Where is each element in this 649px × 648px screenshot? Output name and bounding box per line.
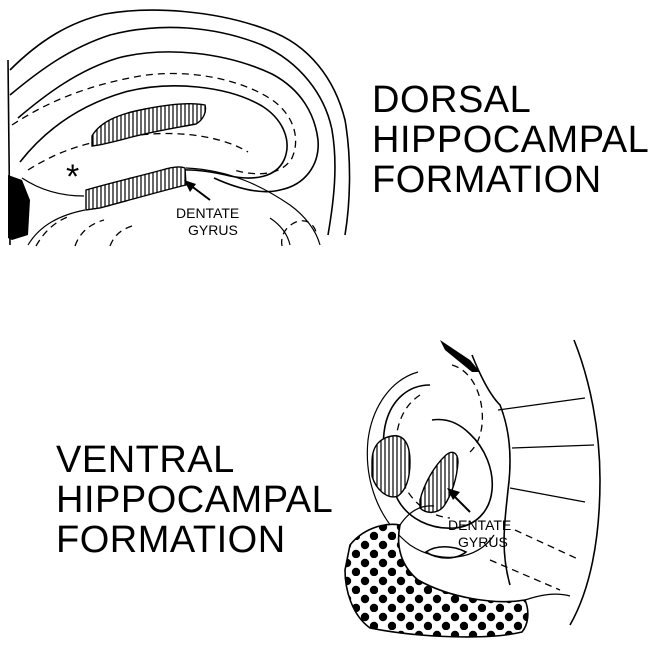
dorsal-dentate-line-2: GYRUS	[188, 222, 238, 238]
ventral-striped-region-right	[420, 452, 458, 512]
dorsal-thalamus-dashes	[36, 216, 132, 246]
ventral-radial-lines	[498, 398, 594, 502]
ventral-striped-region-left	[372, 436, 410, 497]
dorsal-dentate-line-1: DENTATE	[176, 205, 239, 221]
dorsal-striped-region-lower	[86, 167, 186, 210]
ventral-outer-contour	[570, 340, 600, 625]
dorsal-section: * DENTATE GYRUS	[8, 10, 350, 246]
dorsal-dashed-layer-2	[28, 134, 248, 170]
dorsal-title-line-1: DORSAL	[372, 80, 649, 120]
ventral-section: DENTATE GYRUS	[345, 340, 600, 637]
dorsal-arrow	[184, 180, 210, 200]
ventral-arrow	[447, 488, 470, 512]
dorsal-title-line-3: FORMATION	[372, 160, 649, 200]
dorsal-dentate-label: DENTATE GYRUS	[176, 205, 243, 238]
ventral-dentate-line-2: GYRUS	[458, 534, 508, 550]
ventral-title-line-3: FORMATION	[56, 520, 333, 560]
ventral-title-line-1: VENTRAL	[56, 440, 333, 480]
ventral-dentate-label: DENTATE GYRUS	[448, 517, 515, 550]
dorsal-cortex-contour	[10, 27, 335, 235]
ventral-title: VENTRAL HIPPOCAMPAL FORMATION	[56, 440, 333, 560]
ventral-dentate-line-1: DENTATE	[448, 517, 511, 533]
ventral-dashed-ventricle	[452, 365, 482, 452]
dorsal-asterisk-marker: *	[66, 158, 79, 196]
dorsal-title-line-2: HIPPOCAMPAL	[372, 120, 649, 160]
dorsal-small-loop	[282, 221, 316, 246]
ventral-black-sliver	[440, 340, 480, 372]
dorsal-striped-region-upper	[92, 104, 206, 146]
dorsal-ventricle-black	[8, 175, 30, 240]
ventral-title-line-2: HIPPOCAMPAL	[56, 480, 333, 520]
dorsal-title: DORSAL HIPPOCAMPAL FORMATION	[372, 80, 649, 200]
